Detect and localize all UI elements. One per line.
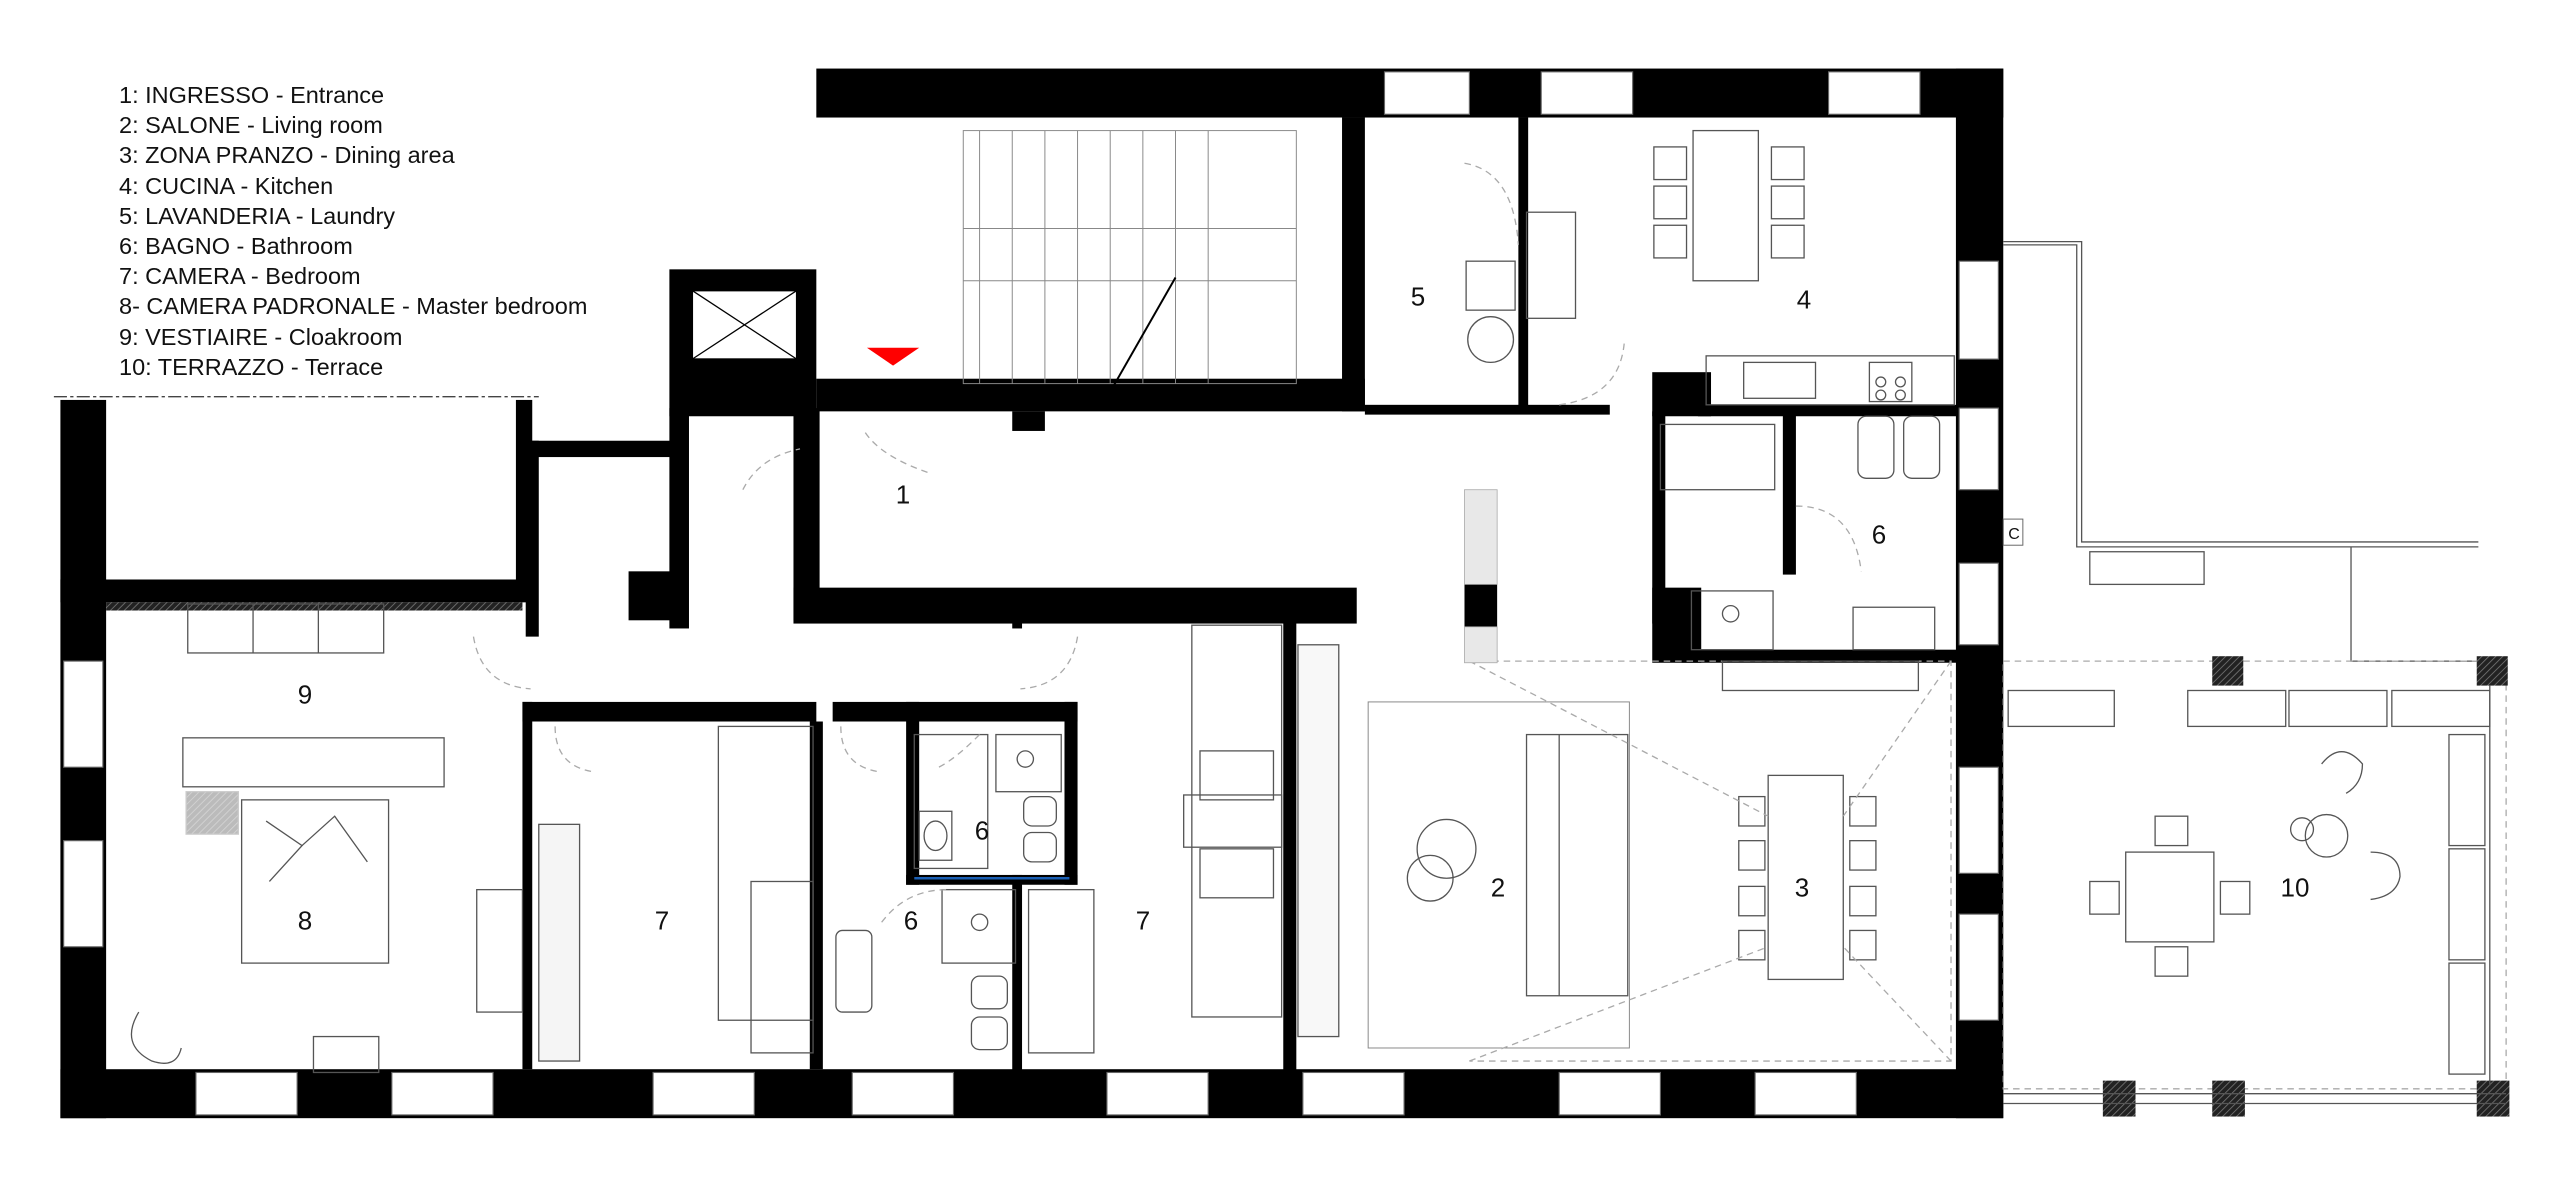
terrace [2002, 240, 2510, 1117]
entry-arrow-icon [866, 347, 920, 366]
room-label-living: 2 [1490, 872, 1506, 903]
room-label-dining: 3 [1794, 872, 1810, 903]
legend-item-bathroom: 6: BAGNO - Bathroom [119, 233, 353, 260]
legend-item-bedroom: 7: CAMERA - Bedroom [119, 263, 361, 290]
room-label-master-bedroom: 8 [297, 905, 313, 936]
kitchen-furniture [1465, 129, 1955, 406]
room-label-bedroom-b: 7 [1135, 905, 1151, 936]
legend-item-laundry: 5: LAVANDERIA - Laundry [119, 202, 396, 229]
legend-item-kitchen: 4: CUCINA - Kitchen [119, 172, 334, 199]
doors [472, 162, 1862, 923]
room-label-bathroom-south: 6 [903, 905, 919, 936]
room-label-laundry: 5 [1410, 281, 1426, 312]
room-label-terrace: 10 [2280, 872, 2310, 903]
legend-item-cloakroom: 9: VESTIAIRE - Cloakroom [119, 323, 403, 350]
bathroom-fixtures [835, 415, 1941, 1051]
legend-item-living-room: 2: SALONE - Living room [119, 112, 383, 139]
legend-item-terrace: 10: TERRAZZO - Terrace [119, 353, 384, 380]
room-label-bathroom-inner: 6 [974, 815, 990, 846]
legend-item-master-bedroom: 8- CAMERA PADRONALE - Master bedroom [119, 293, 588, 320]
living-dining-furniture [1367, 489, 1952, 1062]
legend-item-entrance: 1: INGRESSO - Entrance [119, 82, 385, 108]
room-label-bedroom-a: 7 [654, 905, 670, 936]
room-label-entrance: 1 [895, 479, 911, 510]
legend-item-dining-area: 3: ZONA PRANZO - Dining area [119, 142, 455, 169]
elevator-icon [691, 289, 798, 360]
room-label-kitchen: 4 [1796, 284, 1812, 315]
windows [63, 71, 1999, 1116]
room-label-cloakroom: 9 [297, 679, 313, 710]
legend: 1: INGRESSO - Entrance 2: SALONE - Livin… [119, 80, 587, 382]
terrace-tag-c: C [2008, 526, 2020, 543]
room-label-bathroom-east: 6 [1871, 519, 1887, 550]
bedroom-furniture [130, 603, 1340, 1074]
stairs [962, 130, 1297, 393]
